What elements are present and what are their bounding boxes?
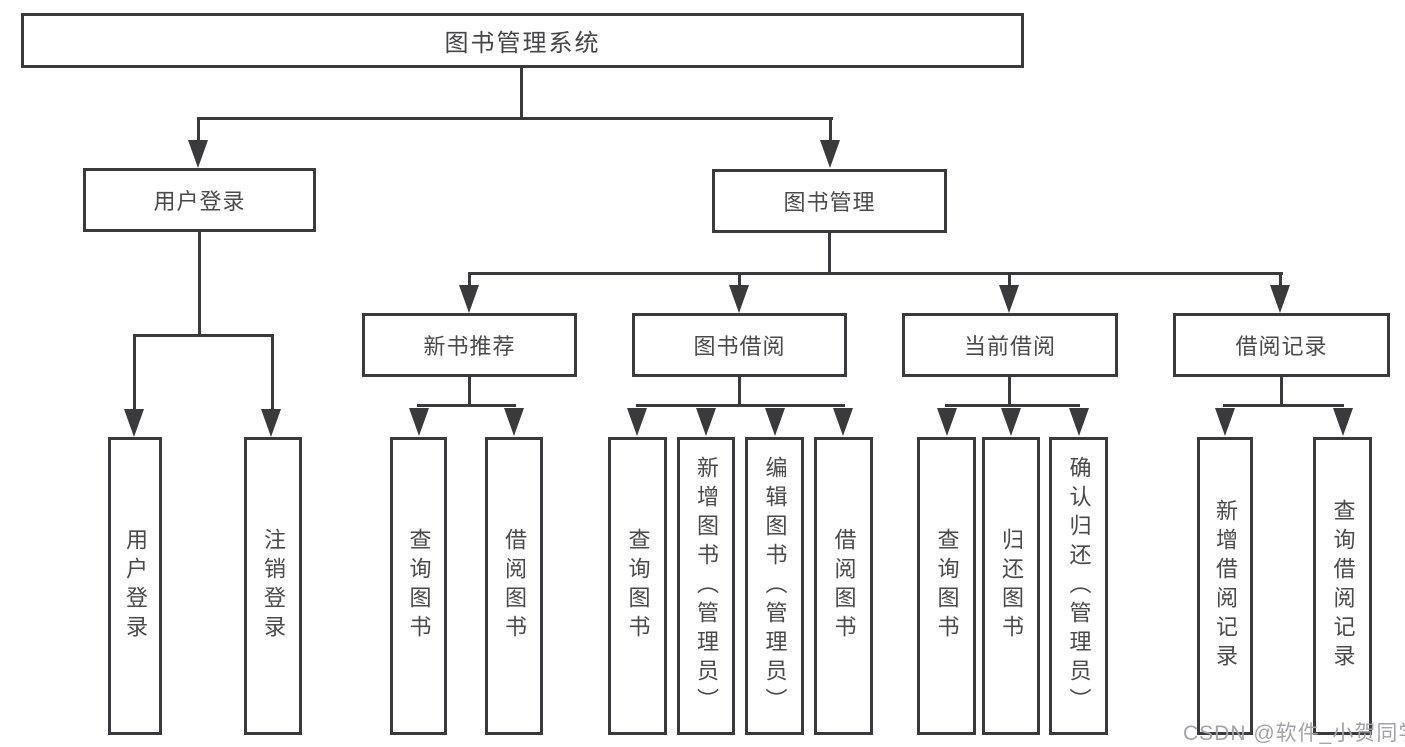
connector-line bbox=[636, 404, 845, 407]
arrow-down-icon bbox=[729, 285, 749, 313]
node-new-book-recommend: 新书推荐 bbox=[362, 313, 577, 377]
arrow-down-icon bbox=[1001, 408, 1021, 436]
leaf-return-book-label: 归还图书 bbox=[999, 528, 1024, 644]
arrow-down-icon bbox=[261, 409, 281, 437]
leaf-query-borrow-record-label: 查询借阅记录 bbox=[1330, 499, 1356, 673]
leaf-borrow-books-recommend-label: 借阅图书 bbox=[502, 528, 527, 644]
node-user-login: 用户登录 bbox=[83, 168, 316, 232]
leaf-confirm-return-admin-label: 确认归还（管理员） bbox=[1066, 455, 1092, 717]
node-current-borrowing-label: 当前借阅 bbox=[963, 334, 1056, 359]
arrow-down-icon bbox=[504, 408, 524, 436]
connector-line bbox=[197, 117, 200, 143]
arrow-down-icon bbox=[459, 285, 479, 313]
connector-line bbox=[1280, 377, 1283, 407]
connector-line bbox=[520, 68, 523, 118]
leaf-query-books-borrowing-label: 查询图书 bbox=[625, 528, 651, 644]
arrow-down-icon bbox=[1069, 408, 1089, 436]
leaf-logout-label: 注销登录 bbox=[261, 528, 286, 644]
csdn-watermark: CSDN @软件_小贺同学 bbox=[1183, 722, 1405, 745]
node-book-borrowing-label: 图书借阅 bbox=[693, 334, 786, 359]
node-new-book-recommend-label: 新书推荐 bbox=[423, 334, 516, 359]
leaf-query-borrow-record: 查询借阅记录 bbox=[1313, 437, 1372, 735]
arrow-down-icon bbox=[409, 408, 429, 436]
arrow-down-icon bbox=[833, 408, 853, 436]
leaf-query-books-current-label: 查询图书 bbox=[934, 528, 960, 644]
arrow-down-icon bbox=[1270, 285, 1290, 313]
leaf-add-book-admin: 新增图书（管理员） bbox=[677, 437, 735, 735]
leaf-edit-book-admin: 编辑图书（管理员） bbox=[745, 437, 804, 735]
arrow-down-icon bbox=[1333, 408, 1353, 436]
connector-line bbox=[1223, 404, 1344, 407]
arrow-down-icon bbox=[937, 408, 957, 436]
connector-line bbox=[197, 117, 833, 120]
connector-line bbox=[417, 404, 516, 407]
arrow-down-icon bbox=[696, 408, 716, 436]
arrow-down-icon bbox=[1215, 408, 1235, 436]
connector-line bbox=[468, 272, 1283, 275]
connector-line bbox=[945, 404, 1080, 407]
connector-line bbox=[468, 377, 471, 407]
connector-line bbox=[133, 334, 274, 337]
leaf-add-borrow-record-label: 新增借阅记录 bbox=[1213, 499, 1238, 673]
node-book-borrowing: 图书借阅 bbox=[632, 313, 847, 377]
connector-line bbox=[271, 334, 274, 410]
connector-line bbox=[468, 272, 471, 287]
arrow-down-icon bbox=[124, 409, 144, 437]
leaf-query-books-borrowing: 查询图书 bbox=[608, 437, 667, 735]
connector-line bbox=[829, 117, 832, 143]
connector-line bbox=[738, 377, 741, 407]
node-book-management: 图书管理 bbox=[712, 169, 947, 233]
connector-line bbox=[738, 272, 741, 287]
node-current-borrowing: 当前借阅 bbox=[902, 313, 1118, 377]
leaf-logout: 注销登录 bbox=[244, 437, 302, 735]
leaf-borrow-books-recommend: 借阅图书 bbox=[485, 437, 543, 735]
leaf-add-book-admin-label: 新增图书（管理员） bbox=[694, 455, 719, 717]
leaf-edit-book-admin-label: 编辑图书（管理员） bbox=[762, 455, 788, 717]
arrow-down-icon bbox=[627, 408, 647, 436]
node-book-system: 图书管理系统 bbox=[21, 13, 1024, 68]
connector-line bbox=[133, 334, 136, 410]
node-borrow-records-label: 借阅记录 bbox=[1235, 334, 1328, 359]
leaf-borrow-books-label: 借阅图书 bbox=[831, 528, 857, 644]
connector-line bbox=[828, 233, 831, 274]
connector-line bbox=[1008, 377, 1011, 407]
leaf-query-books-recommend-label: 查询图书 bbox=[406, 528, 432, 644]
connector-line bbox=[198, 231, 201, 337]
leaf-user-login: 用户登录 bbox=[108, 437, 162, 735]
arrow-down-icon bbox=[188, 140, 208, 168]
leaf-query-books-current: 查询图书 bbox=[917, 437, 976, 735]
leaf-return-book: 归还图书 bbox=[982, 437, 1040, 735]
leaf-borrow-books: 借阅图书 bbox=[814, 437, 873, 735]
leaf-confirm-return-admin: 确认归还（管理员） bbox=[1049, 437, 1108, 735]
node-book-system-label: 图书管理系统 bbox=[444, 30, 601, 57]
leaf-query-books-recommend: 查询图书 bbox=[390, 437, 447, 735]
arrow-down-icon bbox=[820, 140, 840, 168]
arrow-down-icon bbox=[999, 285, 1019, 313]
node-borrow-records: 借阅记录 bbox=[1173, 313, 1390, 377]
connector-line bbox=[1279, 272, 1282, 287]
leaf-user-login-label: 用户登录 bbox=[123, 528, 148, 644]
arrow-down-icon bbox=[765, 408, 785, 436]
node-book-management-label: 图书管理 bbox=[783, 190, 876, 215]
leaf-add-borrow-record: 新增借阅记录 bbox=[1197, 437, 1253, 735]
node-user-login-label: 用户登录 bbox=[153, 189, 246, 214]
connector-line bbox=[1008, 272, 1011, 287]
